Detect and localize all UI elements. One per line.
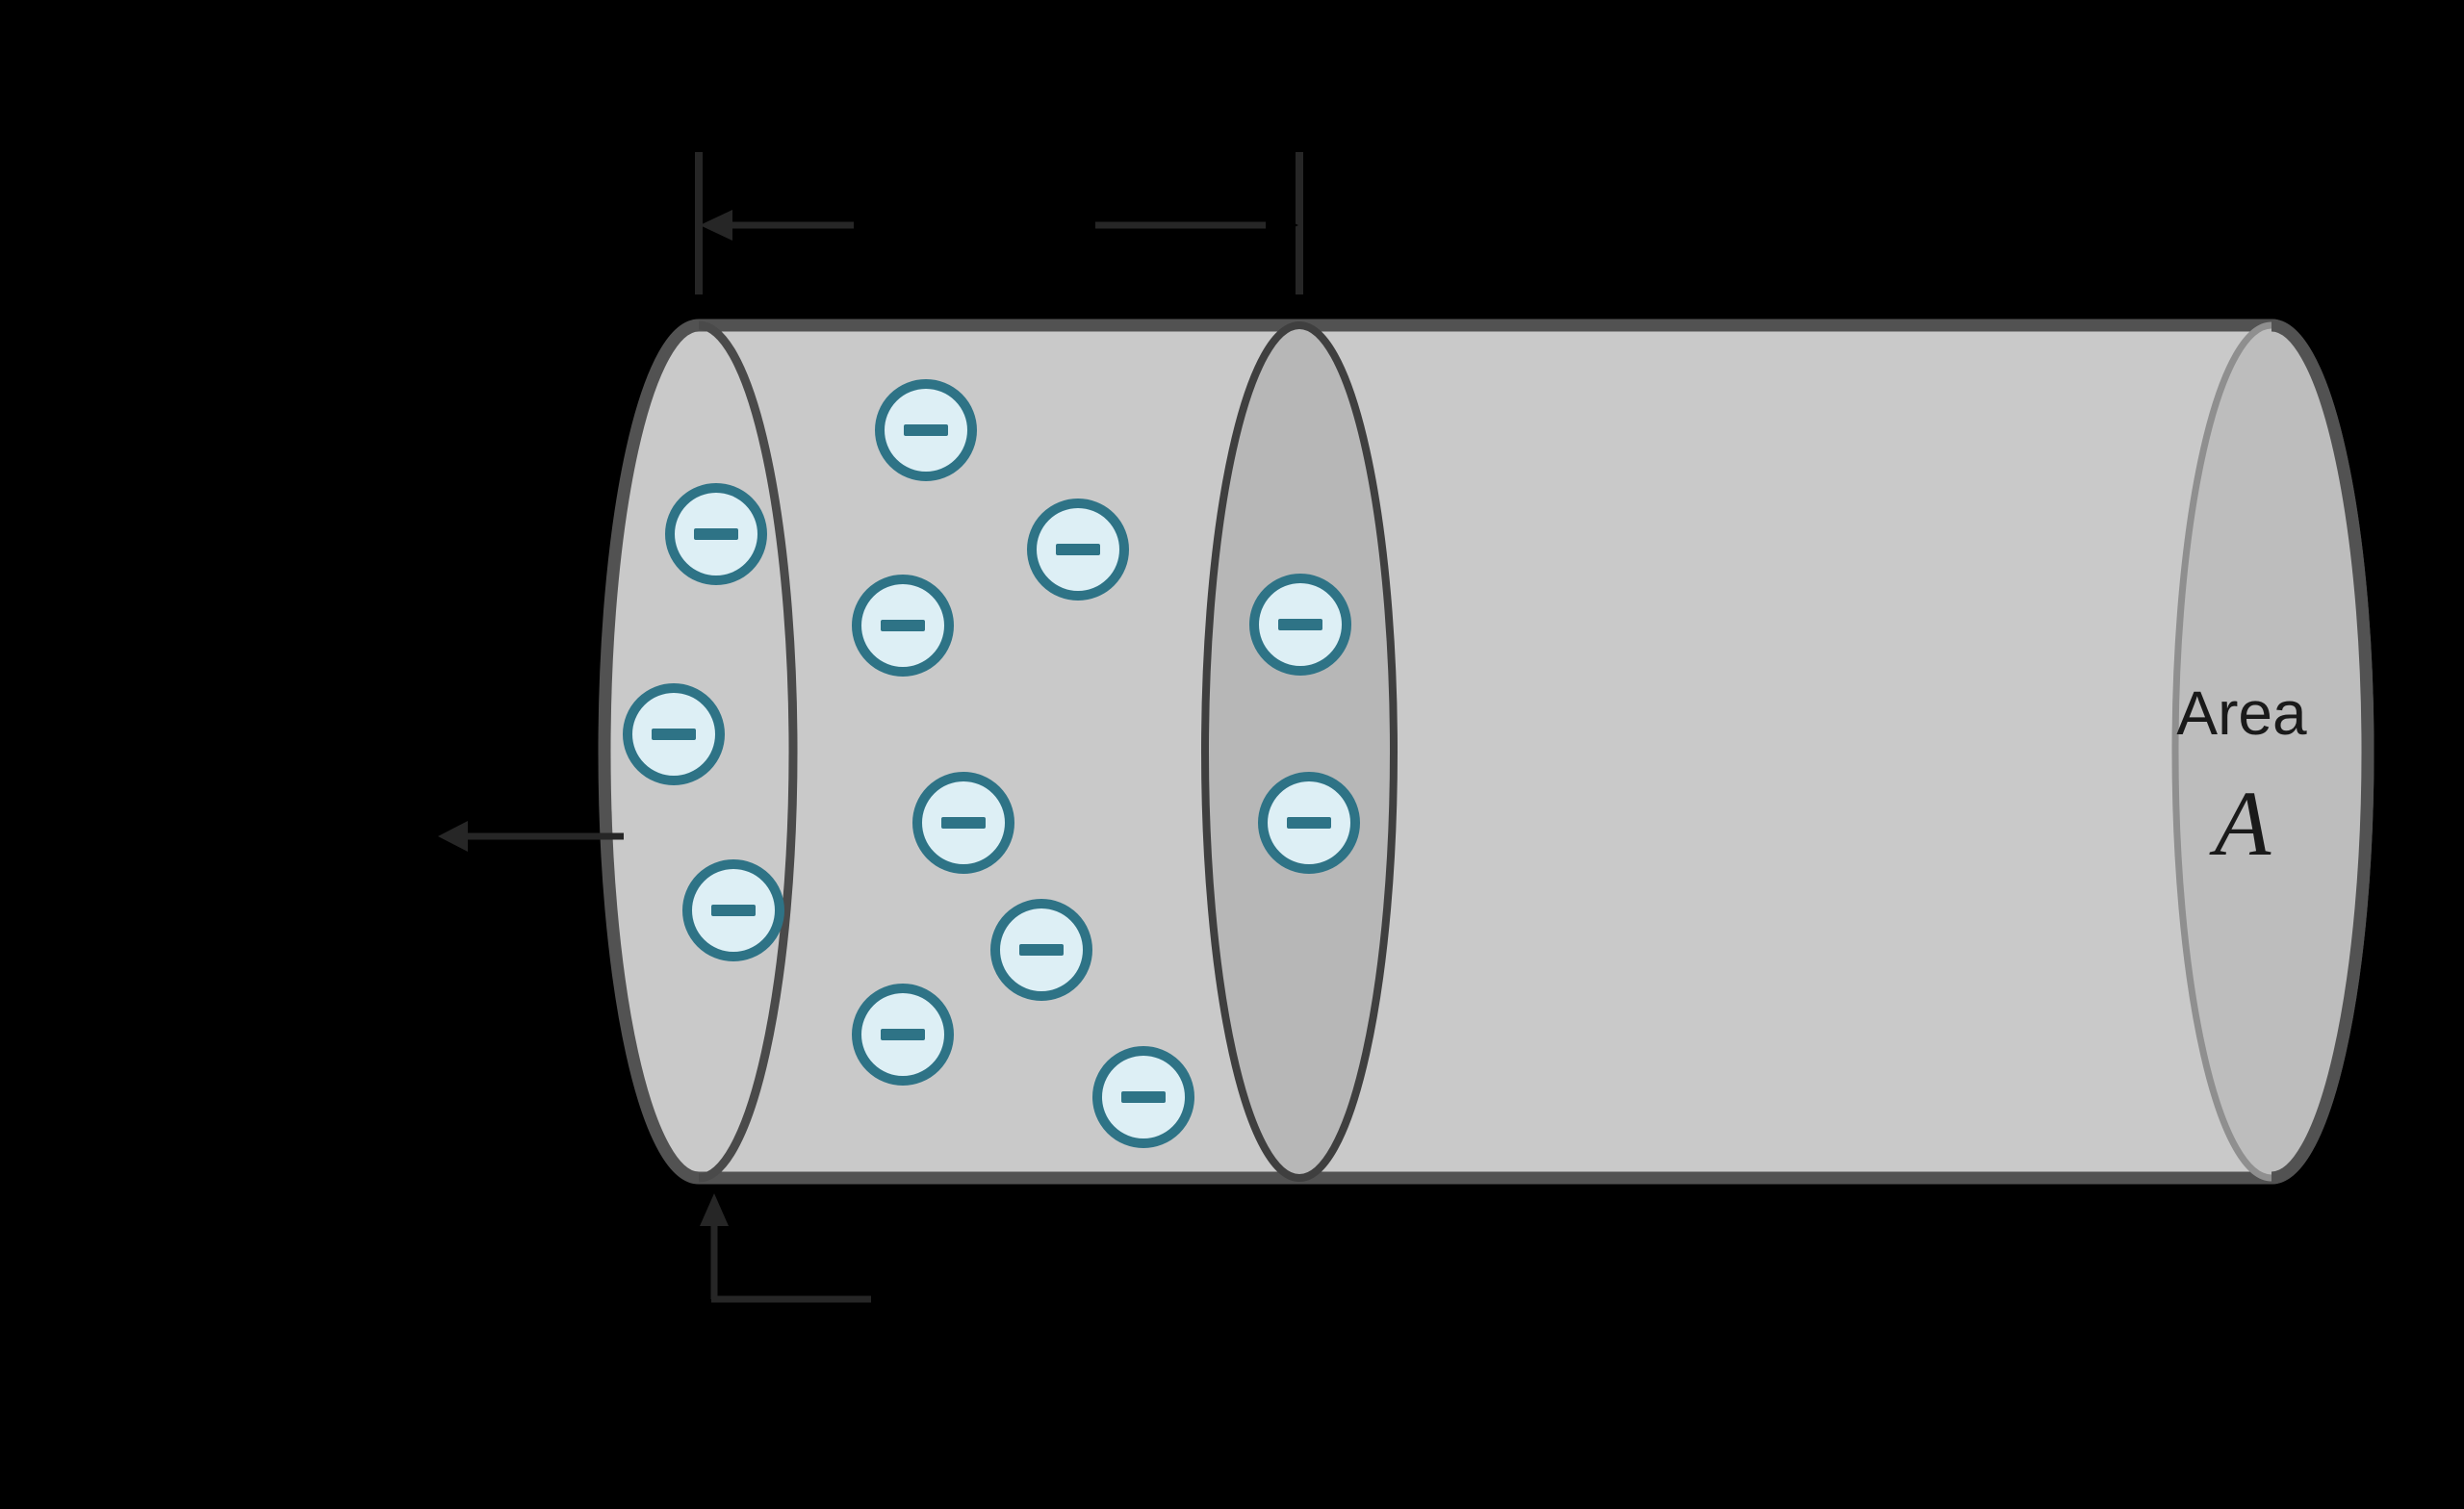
minus-icon xyxy=(1019,944,1064,956)
top-dimension xyxy=(695,152,1303,294)
current-arrow xyxy=(438,821,624,852)
leader-arrowhead-up xyxy=(700,1193,729,1226)
left-cap-inner-edge xyxy=(698,320,798,1183)
electron xyxy=(912,772,1014,874)
electron xyxy=(1249,574,1351,676)
electron xyxy=(852,575,954,677)
electron xyxy=(1027,499,1129,601)
minus-icon xyxy=(711,905,756,916)
area-symbol-label: A xyxy=(2209,772,2272,875)
electrons-layer xyxy=(623,379,1360,1148)
electron xyxy=(1092,1046,1194,1148)
electron xyxy=(852,984,954,1086)
minus-icon xyxy=(1287,817,1331,829)
cross-section-ellipse xyxy=(1201,321,1398,1182)
minus-icon xyxy=(904,424,948,436)
minus-icon xyxy=(1056,544,1100,555)
electron xyxy=(875,379,977,481)
area-label: Area xyxy=(2176,678,2307,748)
dimension-arrowhead-right xyxy=(1266,210,1298,241)
minus-icon xyxy=(881,1029,925,1040)
current-arrowhead xyxy=(438,821,468,852)
minus-icon xyxy=(881,620,925,631)
minus-icon xyxy=(652,729,696,740)
electron xyxy=(1258,772,1360,874)
electron xyxy=(682,859,784,961)
right-end-rim xyxy=(2271,319,2374,1185)
minus-icon xyxy=(941,817,986,829)
minus-icon xyxy=(1121,1091,1166,1103)
dimension-arrowhead-left xyxy=(700,210,732,241)
minus-icon xyxy=(1278,619,1322,630)
minus-icon xyxy=(694,528,738,540)
electron xyxy=(665,483,767,585)
electron xyxy=(990,899,1092,1001)
bottom-leader xyxy=(700,1193,871,1303)
electron xyxy=(623,683,725,785)
